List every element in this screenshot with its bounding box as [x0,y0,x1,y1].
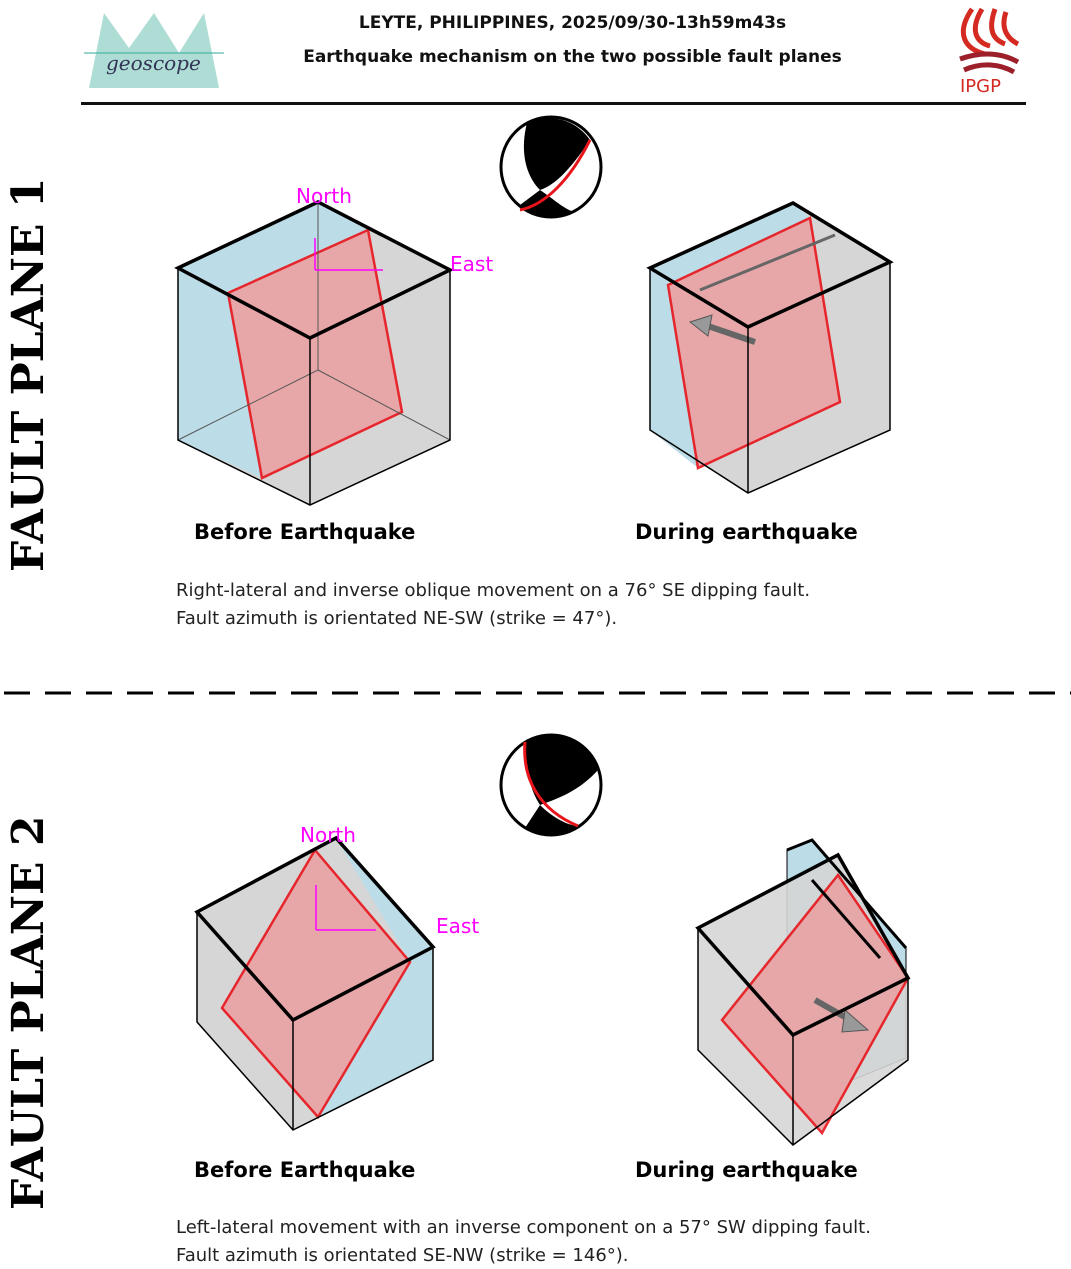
geoscope-logo: geoscope [84,13,224,88]
slip-arrow-icon [704,322,756,345]
east-label: East [450,252,494,276]
fp1-during-block [646,201,894,494]
north-label: North [296,184,352,208]
fp2-during-block [695,838,911,1146]
geoscope-logo-text: geoscope [106,51,201,75]
before-caption: Before Earthquake [194,520,416,544]
axes-icon [315,885,376,931]
page-subtitle: Earthquake mechanism on the two possible… [303,47,842,67]
header-divider [81,102,1026,105]
ipgp-logo-text: IPGP [960,76,1001,96]
page-title: LEYTE, PHILIPPINES, 2025/09/30-13h59m43s [358,13,787,33]
beachball-2 [499,733,603,837]
during-caption: During earthquake [635,520,858,544]
ipgp-logo: IPGP [959,7,1020,96]
description-line: Left-lateral movement with an inverse co… [176,1217,871,1238]
north-label: North [300,823,356,847]
description-line: Fault azimuth is orientated NE-SW (strik… [176,608,618,629]
during-caption: During earthquake [635,1158,858,1182]
description-line: Fault azimuth is orientated SE-NW (strik… [176,1245,629,1266]
fault-description: Left-lateral movement with an inverse co… [176,1214,871,1269]
east-label: East [436,914,480,938]
fault-description: Right-lateral and inverse oblique moveme… [176,577,810,633]
fp2-before-block [194,835,436,1131]
axes-icon [314,238,383,271]
beachball-1 [499,115,603,219]
fp1-before-block [174,200,454,506]
description-line: Right-lateral and inverse oblique moveme… [176,580,811,601]
before-caption: Before Earthquake [194,1158,416,1182]
